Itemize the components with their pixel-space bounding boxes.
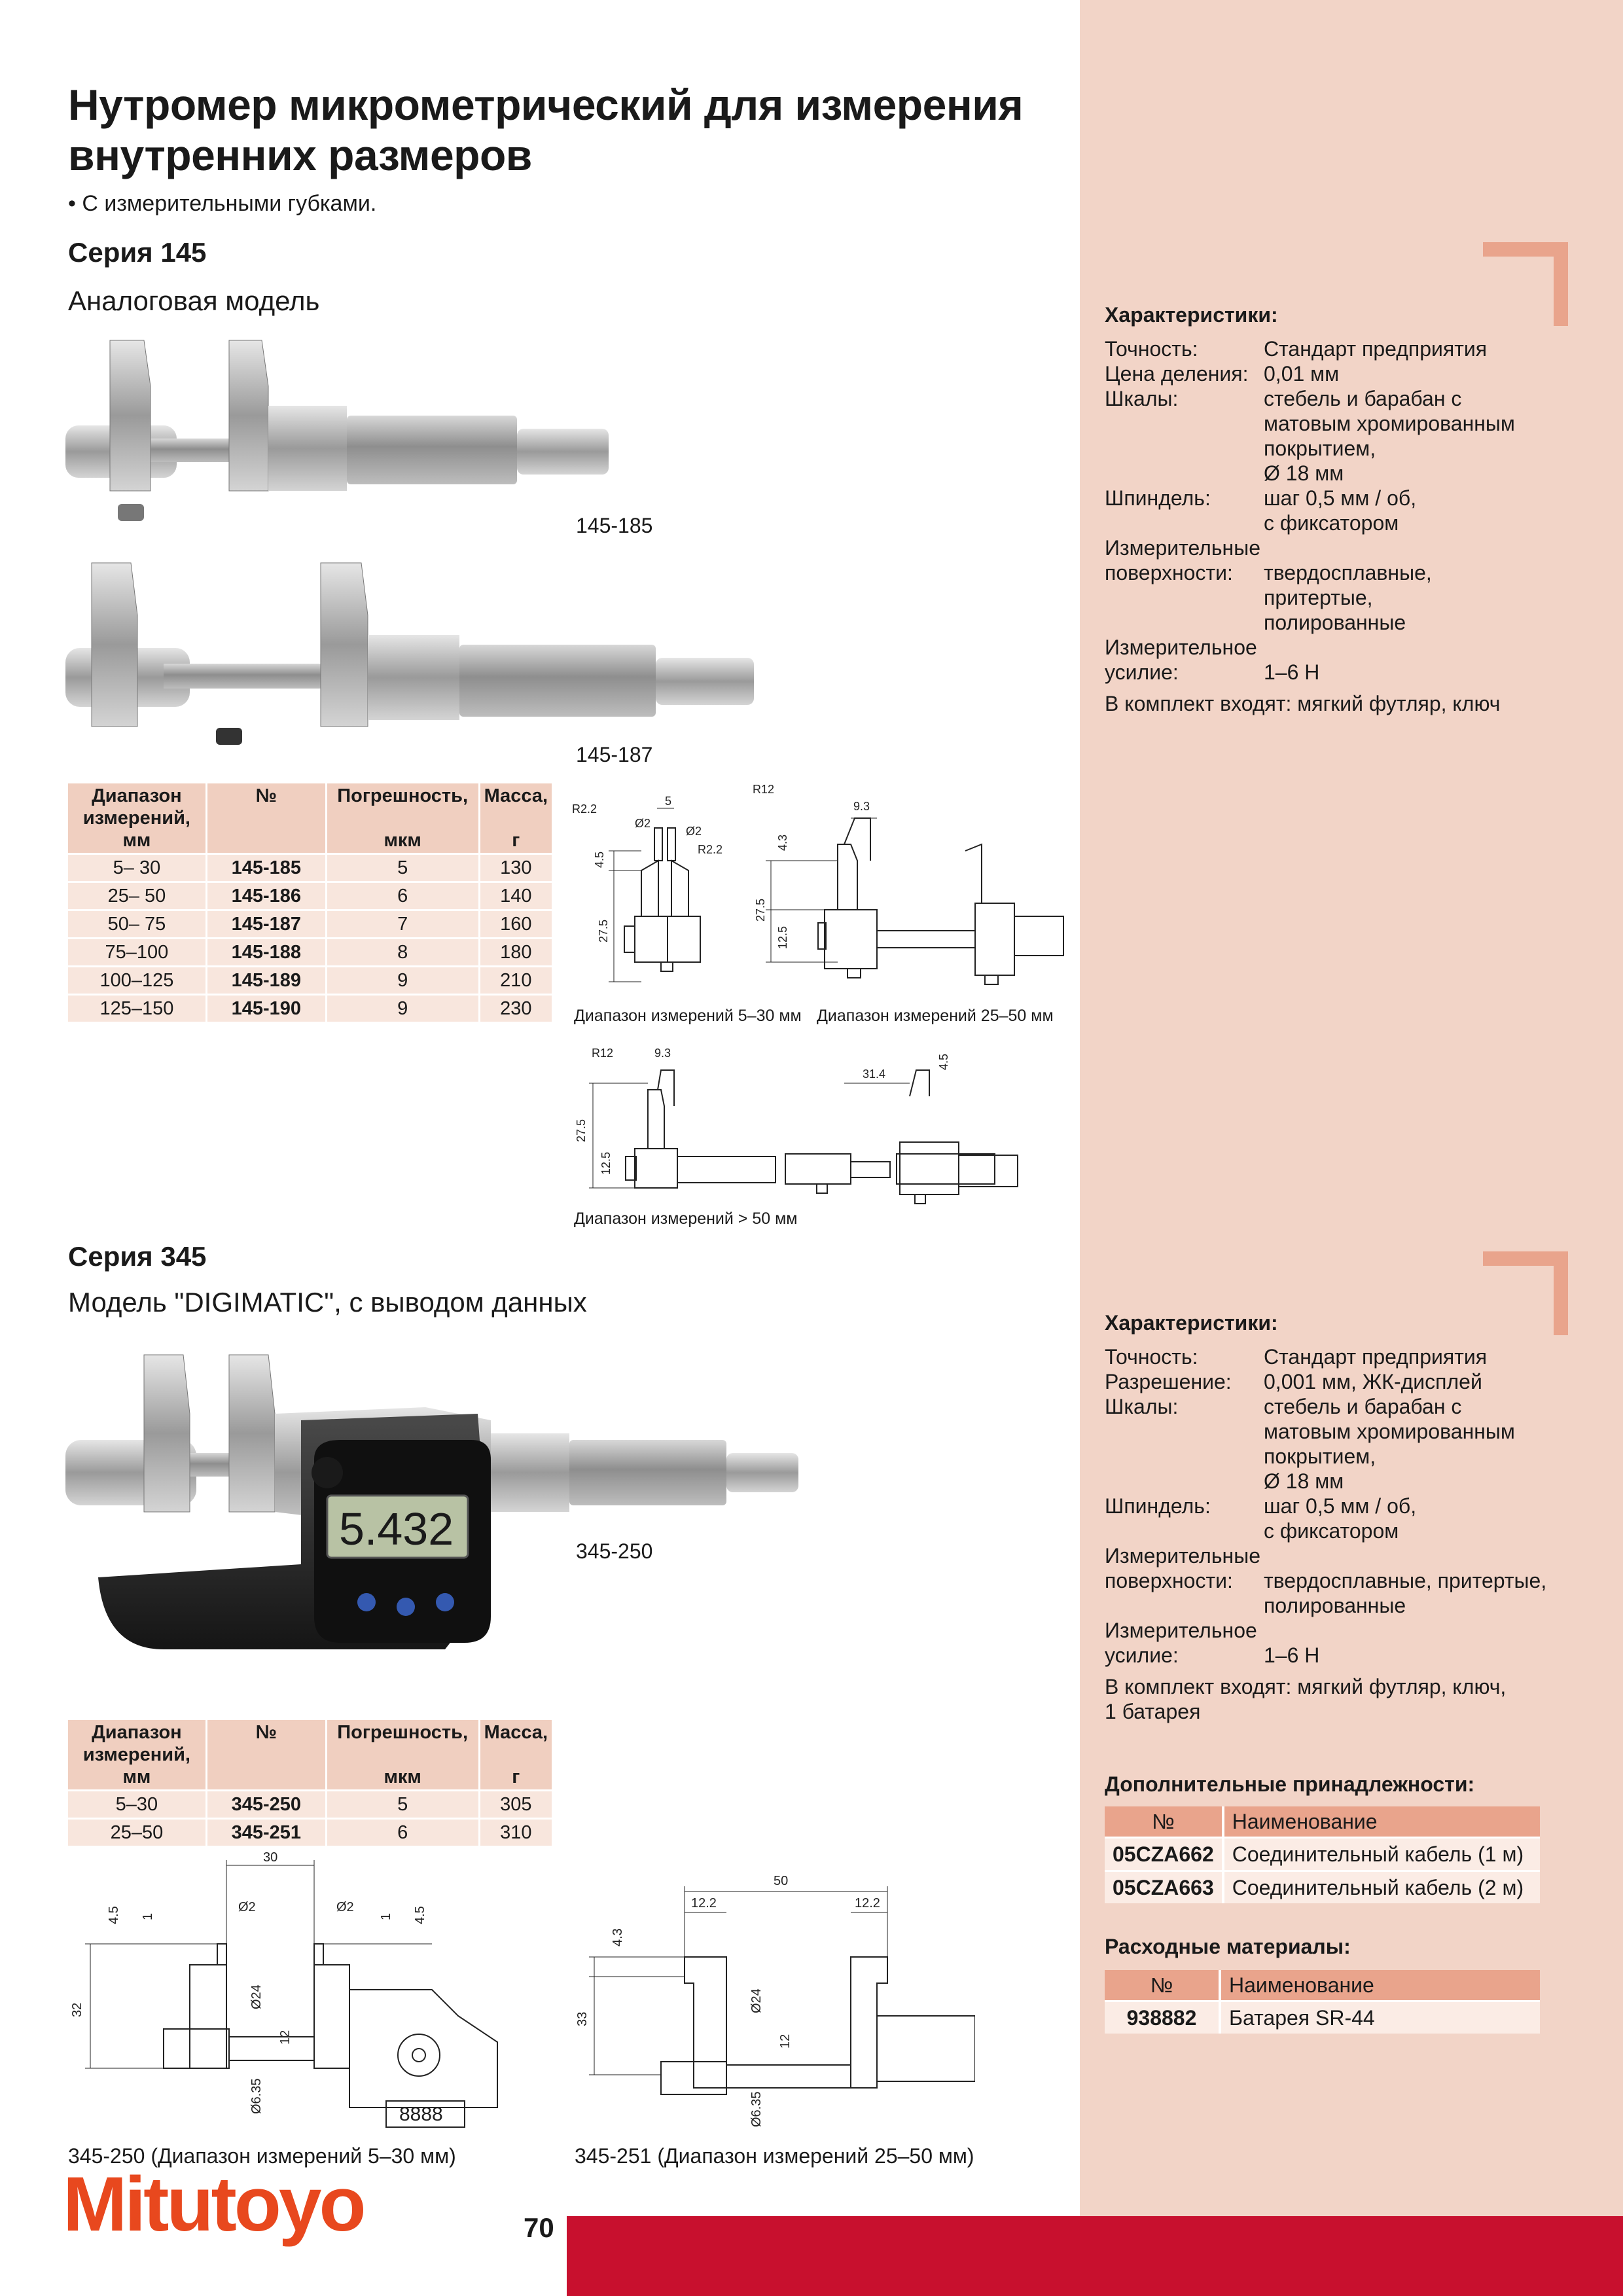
dim-label: 12.2 <box>855 1896 880 1910</box>
dim-label: 4.3 <box>611 1928 625 1946</box>
specs-145: Характеристики: Точность:Стандарт предпр… <box>1105 302 1563 716</box>
page-title: Нутромер микрометрический для измерения … <box>68 81 1024 180</box>
dim-label: 9.3 <box>654 1047 671 1060</box>
dim-label: Ø6.35 <box>749 2092 764 2127</box>
right-panel <box>1080 0 1623 2296</box>
dim-label: 33 <box>575 2012 590 2026</box>
drawing-145-25-50: R12 9.3 4.3 27.5 12.5 <box>753 783 1064 985</box>
drawing-caption: Диапазон измерений 25–50 мм <box>817 1007 1054 1025</box>
spec-table-345: Диапазон измерений, мм № Погрешность,мкм… <box>68 1720 554 1846</box>
dim-label: Ø2 <box>336 1900 354 1914</box>
dim-label: 50 <box>774 1874 788 1888</box>
dim-label: Ø2 <box>686 825 702 838</box>
dim-label: 12.5 <box>599 1152 613 1175</box>
consumables-title: Расходные материалы: <box>1105 1935 1351 1958</box>
dim-label: 1 <box>379 1913 393 1920</box>
mitutoyo-logo: Mitutoyo <box>63 2161 366 2248</box>
col-header-mass: Масса,г <box>479 783 554 854</box>
series-345-heading: Серия 345 <box>68 1241 207 1272</box>
product-image-345-250: 5.432 <box>65 1354 798 1649</box>
col-header-mass: Масса,г <box>479 1720 554 1791</box>
dim-label: 27.5 <box>597 920 610 942</box>
dim-label: 32 <box>70 2003 84 2017</box>
specs-title: Характеристики: <box>1105 1311 1278 1335</box>
specs-345: Характеристики: Точность:Стандарт предпр… <box>1105 1310 1563 1724</box>
dim-label: 4.5 <box>593 852 606 868</box>
dim-label: 4.5 <box>413 1906 427 1924</box>
spec-table-145: Диапазон измерений, мм № Погрешность,мкм… <box>68 783 554 1022</box>
specs-title: Характеристики: <box>1105 303 1278 327</box>
dim-label: R2.2 <box>572 802 597 816</box>
dim-label: 27.5 <box>754 899 767 922</box>
col-header-range: Диапазон измерений, мм <box>68 783 207 854</box>
col-header-accuracy: Погрешность,мкм <box>326 783 480 854</box>
corner-mark-1 <box>1483 242 1568 326</box>
product-image-145-187 <box>65 562 754 745</box>
dim-label: 9.3 <box>853 800 870 813</box>
dim-label: 1 <box>141 1913 155 1920</box>
dim-label: 12.5 <box>776 926 789 949</box>
series-145-model: Аналоговая модель <box>68 285 320 316</box>
series-145-heading: Серия 145 <box>68 237 207 268</box>
page-number: 70 <box>524 2212 554 2243</box>
dim-label: 8888 <box>399 2104 443 2125</box>
drawing-345-251: 50 12.2 12.2 4.3 33 Ø24 12 Ø6.35 <box>575 1874 975 2127</box>
accessories-title: Дополнительные принадлежности: <box>1105 1772 1475 1796</box>
feature-bullet: • С измерительными губками. <box>68 191 377 216</box>
dim-label: Ø24 <box>749 1988 764 2013</box>
dim-label: Ø6.35 <box>249 2079 264 2114</box>
image-caption-145-185: 145-185 <box>576 514 653 537</box>
dim-label: 12.2 <box>691 1896 717 1910</box>
col-header-number: № <box>206 1720 327 1791</box>
corner-mark-2 <box>1483 1251 1568 1335</box>
dim-label: 4.3 <box>776 834 789 851</box>
dim-label: 4.5 <box>107 1906 121 1924</box>
kit-text: В комплект входят: мягкий футляр, ключ,1… <box>1105 1675 1507 1723</box>
series-345-model: Модель "DIGIMATIC", с выводом данных <box>68 1287 587 1318</box>
footer-bar <box>567 2216 1623 2296</box>
dim-label: 27.5 <box>575 1119 588 1142</box>
dim-label: Ø2 <box>238 1900 256 1914</box>
drawing-345-250: 8888 30 Ø2 Ø2 4.5 1 1 4.5 32 Ø24 12 Ø6.3… <box>70 1850 498 2128</box>
col-header-range: Диапазон измерений, мм <box>68 1720 207 1791</box>
image-caption-145-187: 145-187 <box>576 743 653 766</box>
drawing-145-5-30: R2.2 5 Ø2 Ø2 R2.2 4.5 27.5 <box>572 795 722 982</box>
image-caption-345-250: 345-250 <box>576 1539 653 1563</box>
drawing-caption: Диапазон измерений 5–30 мм <box>574 1007 802 1025</box>
drawing-caption: 345-251 (Диапазон измерений 25–50 мм) <box>575 2144 974 2168</box>
dim-label: R2.2 <box>698 843 722 856</box>
dim-label: Ø24 <box>249 1984 264 2009</box>
dim-label: 12 <box>778 2034 793 2049</box>
dim-label: R12 <box>753 783 774 796</box>
dim-label: 5 <box>665 795 671 808</box>
col-header-accuracy: Погрешность,мкм <box>326 1720 480 1791</box>
kit-text: В комплект входят: мягкий футляр, ключ <box>1105 692 1501 715</box>
dim-label: 12 <box>278 2030 293 2045</box>
dim-label: 4.5 <box>937 1054 950 1070</box>
dim-label: R12 <box>592 1047 613 1060</box>
dim-label: Ø2 <box>635 817 651 830</box>
drawing-caption: Диапазон измерений > 50 мм <box>574 1210 798 1228</box>
product-image-145-185 <box>65 340 609 521</box>
drawing-145-over-50: R12 9.3 27.5 12.5 31.4 4.5 <box>575 1047 1018 1204</box>
drawing-caption: 345-250 (Диапазон измерений 5–30 мм) <box>68 2144 456 2168</box>
dim-label: 30 <box>263 1850 277 1865</box>
dim-label: 31.4 <box>863 1067 885 1081</box>
col-header-number: № <box>206 783 327 854</box>
lcd-display: 5.432 <box>339 1503 454 1554</box>
